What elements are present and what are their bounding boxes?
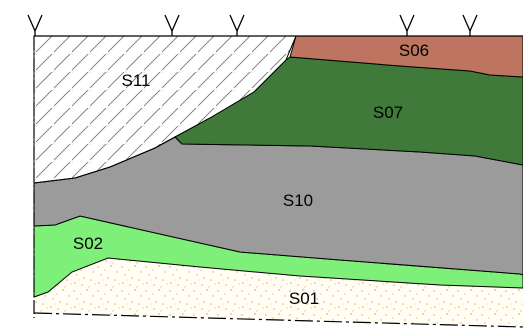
svg-text:V: V	[35, 11, 36, 13]
borehole-marker: V	[462, 11, 478, 36]
svg-text:V: V	[172, 11, 173, 13]
borehole-markers: V V V V V	[27, 11, 478, 36]
layer-s06	[289, 35, 523, 78]
borehole-marker: V	[399, 11, 415, 36]
label-s01: S01	[289, 289, 319, 308]
layer-s01	[34, 258, 523, 326]
borehole-marker: V	[229, 11, 245, 36]
label-s06: S06	[399, 41, 429, 60]
svg-text:V: V	[237, 11, 238, 13]
svg-text:V: V	[470, 11, 471, 13]
label-s10: S10	[283, 191, 313, 210]
label-s07: S07	[373, 103, 403, 122]
borehole-marker: V	[27, 11, 43, 36]
label-s11: S11	[122, 71, 151, 90]
svg-text:V: V	[407, 11, 408, 13]
bottom-boundary-line	[33, 312, 523, 328]
borehole-marker: V	[164, 11, 180, 36]
label-s02: S02	[73, 234, 103, 253]
